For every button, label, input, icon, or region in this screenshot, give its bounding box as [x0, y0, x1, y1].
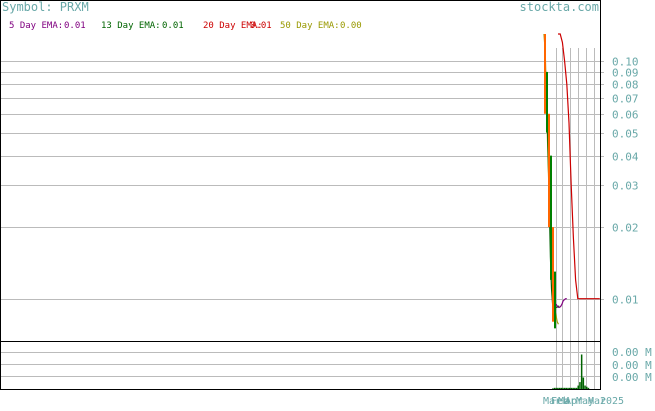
volume-bar: [567, 387, 569, 389]
ema-line-ema5: [555, 298, 567, 308]
volume-bar: [572, 387, 574, 389]
price-tick-label: 0.10: [612, 56, 639, 69]
price-tick-label: 0.02: [612, 222, 639, 235]
volume-bar: [582, 377, 585, 389]
volume-layer: [552, 354, 590, 389]
price-tick-label: 0.03: [612, 180, 639, 193]
x-tick-label: Feb: [551, 396, 569, 406]
volume-bar: [553, 387, 556, 389]
legend-ema5-value: 0.01: [64, 21, 86, 31]
grid-layer: 0.100.090.080.07 0.06 0.05 0.04 0.03 0.02 0.01: [0, 48, 639, 389]
volume-tick-label: 0.00 M: [612, 371, 652, 384]
volume-bar: [574, 387, 576, 389]
price-tick-label: 0.04: [612, 151, 639, 164]
legend-ema5-label: 5 Day EMA:: [9, 21, 63, 31]
x-tick-label: 2025: [600, 396, 624, 406]
volume-bar: [565, 387, 568, 389]
volume-bar: [562, 387, 564, 389]
price-tick-label: 0.01: [612, 294, 639, 307]
symbol-label: Symbol: PRXM: [2, 0, 89, 14]
legend-ema20-label: 20 Day EMA:: [203, 21, 263, 31]
legend-ema13-value: 0.01: [162, 21, 184, 31]
legend-ema13-label: 13 Day EMA:: [101, 21, 161, 31]
volume-bar: [580, 354, 583, 389]
volume-bar: [558, 387, 561, 389]
volume-bar: [557, 387, 559, 389]
watermark-text: stockta.com: [520, 0, 599, 14]
volume-bar: [579, 382, 581, 389]
volume-bar: [584, 385, 586, 389]
ema-line-ema20: [558, 33, 600, 300]
legend-ema50-label: 50 Day EMA:: [280, 21, 340, 31]
x-tick-label: Mar: [558, 396, 576, 406]
volume-bar: [586, 386, 588, 389]
x-tick-label: Apr: [565, 396, 583, 406]
x-tick-label: May: [576, 396, 594, 406]
legend-ema20-value: 0.01: [250, 21, 272, 31]
x-tick-label: Mar: [588, 396, 606, 406]
volume-bar: [577, 385, 579, 389]
price-tick-label: 0.05: [612, 128, 639, 141]
legend-ema50-value: 0.00: [340, 21, 362, 31]
price-layer: [543, 33, 600, 329]
volume-bar: [587, 387, 590, 389]
x-tick-label: Mar: [543, 396, 561, 406]
ema-legend: 5 Day EMA: 0.01 13 Day EMA: 0.01 20 Day …: [9, 21, 362, 31]
volume-bar: [563, 387, 566, 389]
volume-bar: [569, 387, 571, 389]
volume-bar: [560, 387, 562, 389]
price-tick-label: 0.08: [612, 79, 639, 92]
volume-bar: [555, 387, 557, 389]
volume-bar: [575, 387, 578, 389]
price-tick-label: 0.09: [612, 67, 639, 80]
volume-bar: [552, 388, 554, 389]
price-tick-label: 0.07: [612, 93, 639, 106]
volume-tick-label: 0.00 M: [612, 346, 652, 359]
price-tick-label: 0.06: [612, 109, 639, 122]
volume-bar: [570, 387, 573, 389]
volume-tick-label: 0.00 M: [612, 359, 652, 372]
chart-border: [0, 0, 601, 390]
